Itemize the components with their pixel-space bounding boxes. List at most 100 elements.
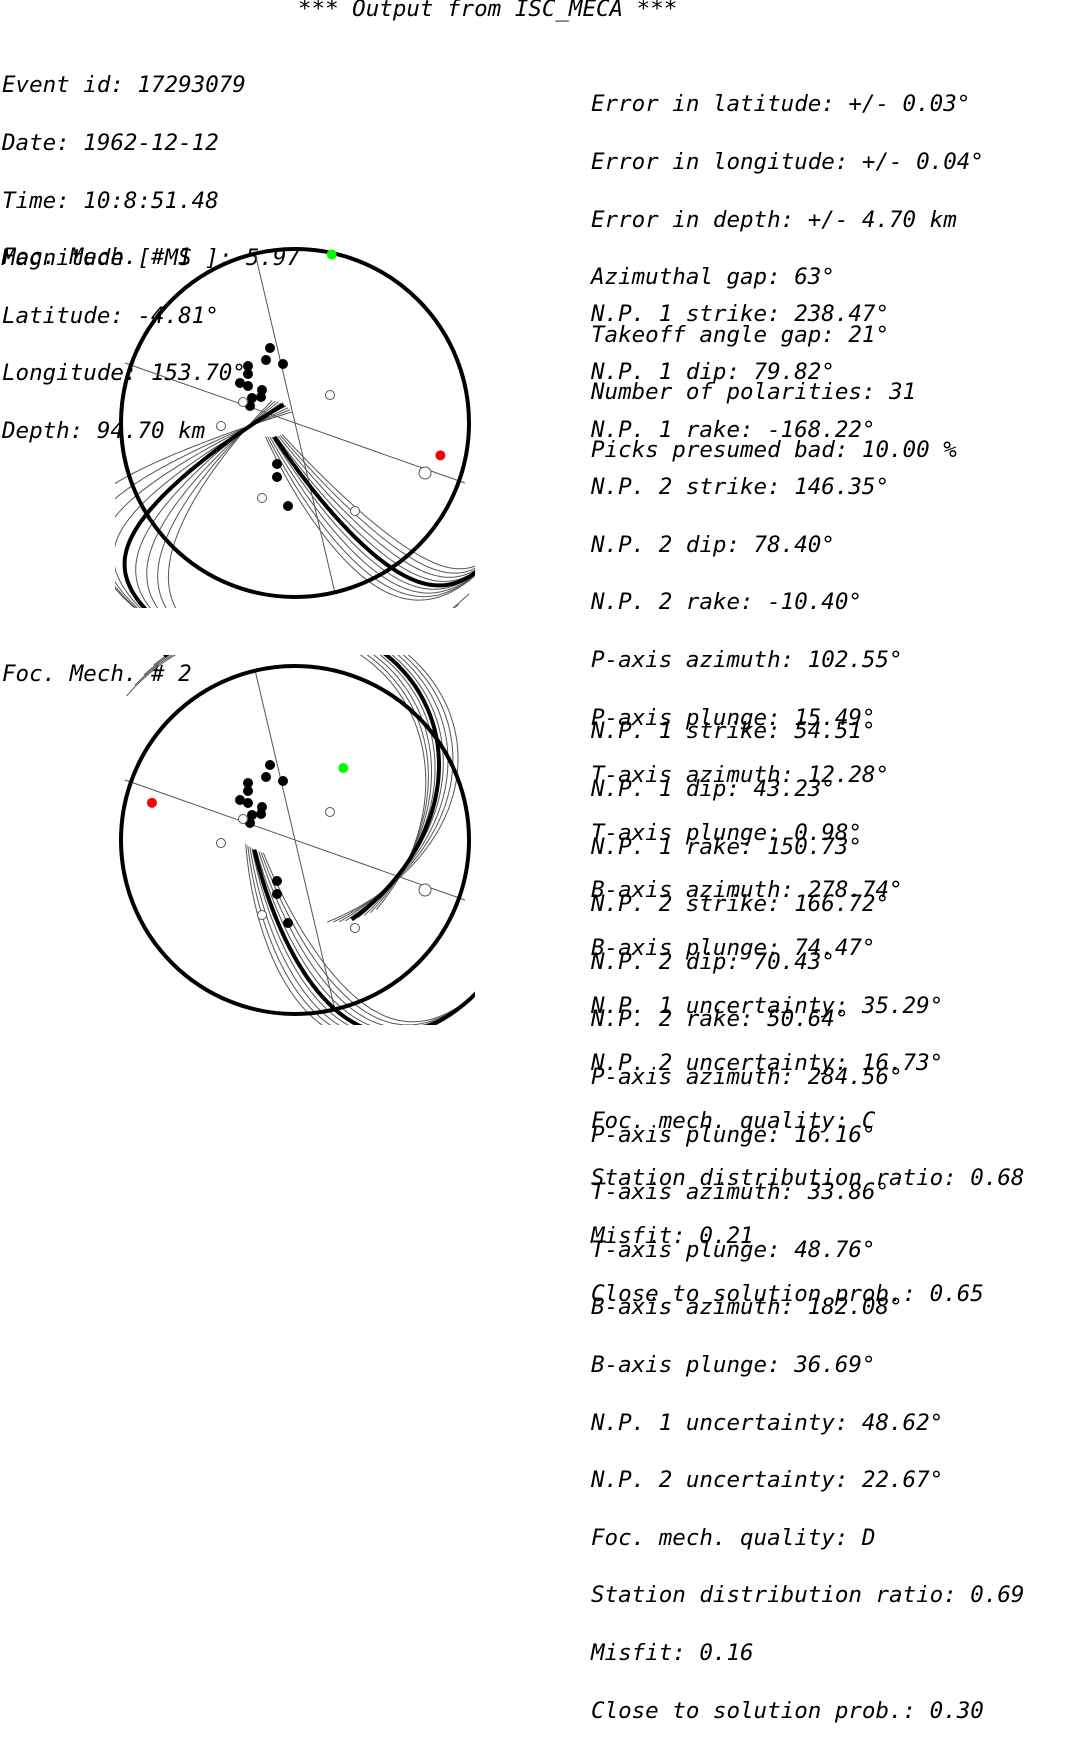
mechanism-2-params: N.P. 1 strike: 54.51° N.P. 1 dip: 43.23°… [591,684,1024,1740]
dilatation-marker [216,838,226,848]
uncertainty-plane [126,655,427,910]
error-latitude: Error in latitude: +/- 0.03° [591,91,971,118]
compression-marker [243,786,253,796]
param-line: T-axis azimuth: 33.86° [591,1179,890,1206]
dilatation-marker [257,493,267,503]
param-line: P-axis azimuth: 284.56° [591,1063,903,1090]
param-line: Foc. mech. quality: D [591,1524,876,1551]
dilatation-marker [418,466,432,480]
param-line: N.P. 2 rake: -10.40° [591,589,862,616]
mechanism-2-label: Foc. Mech. # 2 [2,661,192,687]
compression-marker [278,359,288,369]
takeoff-angle-gap: Takeoff angle gap: 21° [591,321,890,348]
uncertainty-plane [115,405,287,608]
uncertainty-plane [262,852,475,1023]
param-line: B-axis plunge: 74.47° [591,934,876,961]
event-id: Event id: 17293079 [2,72,246,99]
uncertainty-plane [271,436,475,590]
axis-line [254,252,336,594]
uncertainty-plane [339,655,449,923]
event-longitude: Longitude: 153.70° [2,360,246,387]
stereonet-boundary [119,247,471,599]
compression-marker [278,776,288,786]
mechanism-1-label: Foc. Mech. # 1 [2,244,192,270]
param-line: N.P. 2 dip: 78.40° [591,531,835,558]
param-line: N.P. 2 rake: 50.64° [591,1006,849,1033]
param-line: N.P. 1 rake: -168.22° [591,416,876,443]
param-line: T-axis plunge: 0.98° [591,819,862,846]
p-axis-marker [435,450,446,461]
azimuthal-gap: Azimuthal gap: 63° [591,264,835,291]
param-line: N.P. 2 strike: 166.72° [591,891,890,918]
event-depth: Depth: 94.70 km [2,417,206,444]
param-line: N.P. 2 dip: 70.43° [591,948,835,975]
compression-marker [243,381,253,391]
param-line: Station distribution ratio: 0.69 [591,1582,1025,1609]
compression-marker [243,798,253,808]
p-axis-marker [146,797,157,808]
dilatation-marker [325,807,335,817]
compression-marker [265,343,275,353]
uncertainty-plane [258,851,475,1025]
report-title: *** Output from ISC_MECA *** [298,0,678,22]
t-axis-marker [326,249,337,260]
compression-marker [272,472,282,482]
compression-marker [256,392,266,402]
param-line: P-axis plunge: 15.49° [591,704,876,731]
event-info: Event id: 17293079 Date: 1962-12-12 Time… [2,38,300,460]
error-depth: Error in depth: +/- 4.70 km [591,206,957,233]
param-line: N.P. 1 dip: 79.82° [591,359,835,385]
uncertainty-plane [345,655,444,922]
event-time: Time: 10:8:51.48 [2,187,219,214]
param-line: Misfit: 0.16 [591,1639,754,1666]
compression-marker [261,772,271,782]
t-axis-marker [338,763,349,774]
nodal-plane-2 [272,435,475,588]
uncertainty-plane [265,436,475,601]
stereonet-boundary [119,664,471,1016]
compression-marker [256,809,266,819]
uncertainty-plane [247,845,475,1025]
param-line: N.P. 1 uncertainty: 35.29° [591,992,944,1019]
compression-marker [283,501,293,511]
dilatation-marker [350,506,360,516]
dilatation-marker [216,421,226,431]
param-line: P-axis plunge: 16.16° [591,1121,876,1148]
compression-marker [272,876,282,886]
number-of-polarities: Number of polarities: 31 [591,379,917,406]
event-magnitude: Magnitude [ MS ]: 5.97 [2,245,301,272]
nodal-plane-2 [252,849,475,1025]
uncertainty-plane [278,435,475,578]
dilatation-marker [238,814,248,824]
dilatation-marker [350,923,360,933]
param-line: N.P. 2 strike: 146.35° [591,474,890,501]
compression-marker [243,369,253,379]
dilatation-marker [238,397,248,407]
uncertainty-plane [275,436,475,582]
event-latitude: Latitude: -4.81° [2,302,219,329]
event-date: Date: 1962-12-12 [2,130,219,156]
param-line: N.P. 1 strike: 238.47° [591,301,890,328]
beachball-1 [115,247,475,608]
param-line: B-axis azimuth: 182.08° [591,1294,903,1321]
uncertainty-plane [281,434,475,570]
param-line: B-axis azimuth: 278.74° [591,877,903,904]
param-line: T-axis plunge: 48.76° [591,1236,876,1263]
beachball-2 [119,655,475,1025]
dilatation-marker [257,910,267,920]
picks-presumed-bad: Picks presumed bad: 10.00 % [591,436,957,463]
nodal-plane-1 [163,655,441,922]
dilatation-marker [325,390,335,400]
param-line: N.P. 1 dip: 43.23° [591,776,835,802]
param-line: B-axis plunge: 36.69° [591,1351,876,1378]
param-line: N.P. 1 rake: 150.73° [591,833,862,860]
dilatation-marker [418,883,432,897]
param-line: N.P. 1 strike: 54.51° [591,718,876,745]
param-line: N.P. 2 uncertainty: 22.67° [591,1467,944,1494]
axis-line [254,669,336,1011]
error-info: Error in latitude: +/- 0.03° Error in lo… [591,57,984,479]
compression-marker [272,889,282,899]
compression-marker [261,355,271,365]
param-line: N.P. 1 uncertainty: 48.62° [591,1409,944,1436]
compression-marker [283,918,293,928]
